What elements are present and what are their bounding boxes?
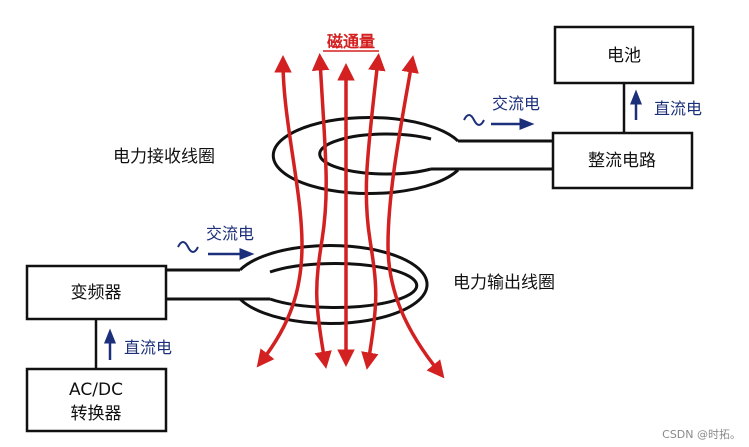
- battery-box: [553, 25, 695, 85]
- receiving-coil: [271, 116, 553, 195]
- adapter-box: [25, 367, 168, 433]
- watermark: CSDN @时拓。: [662, 427, 741, 441]
- inverter-box: [25, 264, 168, 321]
- ac-label-top: 交流电: [492, 94, 540, 113]
- ac-wave-icon-bottom: [177, 241, 199, 253]
- ac-wave-icon-top: [463, 114, 485, 126]
- inverter-label: 变频器: [71, 283, 122, 303]
- rectifier-label: 整流电路: [588, 151, 656, 171]
- flux-line-right-inner: [361, 53, 386, 370]
- dc-label-right: 直流电: [654, 99, 702, 118]
- flux-line-right-outer: [386, 55, 445, 379]
- adapter-label-line1: AC/DC: [69, 380, 123, 400]
- flux-line-left-inner: [311, 53, 332, 369]
- battery-label: 电池: [607, 46, 641, 66]
- dc-label-left: 直流电: [124, 338, 172, 357]
- adapter-label-line2: 转换器: [71, 404, 122, 424]
- flux-label: 磁通量: [327, 32, 375, 51]
- transmitting-coil-label: 电力输出线圈: [453, 273, 555, 293]
- receiving-coil-label: 电力接收线圈: [113, 147, 215, 167]
- flux-line-left-outer: [256, 55, 304, 368]
- rectifier-box: [551, 131, 694, 190]
- ac-label-bottom: 交流电: [206, 224, 254, 243]
- magnetic-flux-arrows: [256, 53, 445, 379]
